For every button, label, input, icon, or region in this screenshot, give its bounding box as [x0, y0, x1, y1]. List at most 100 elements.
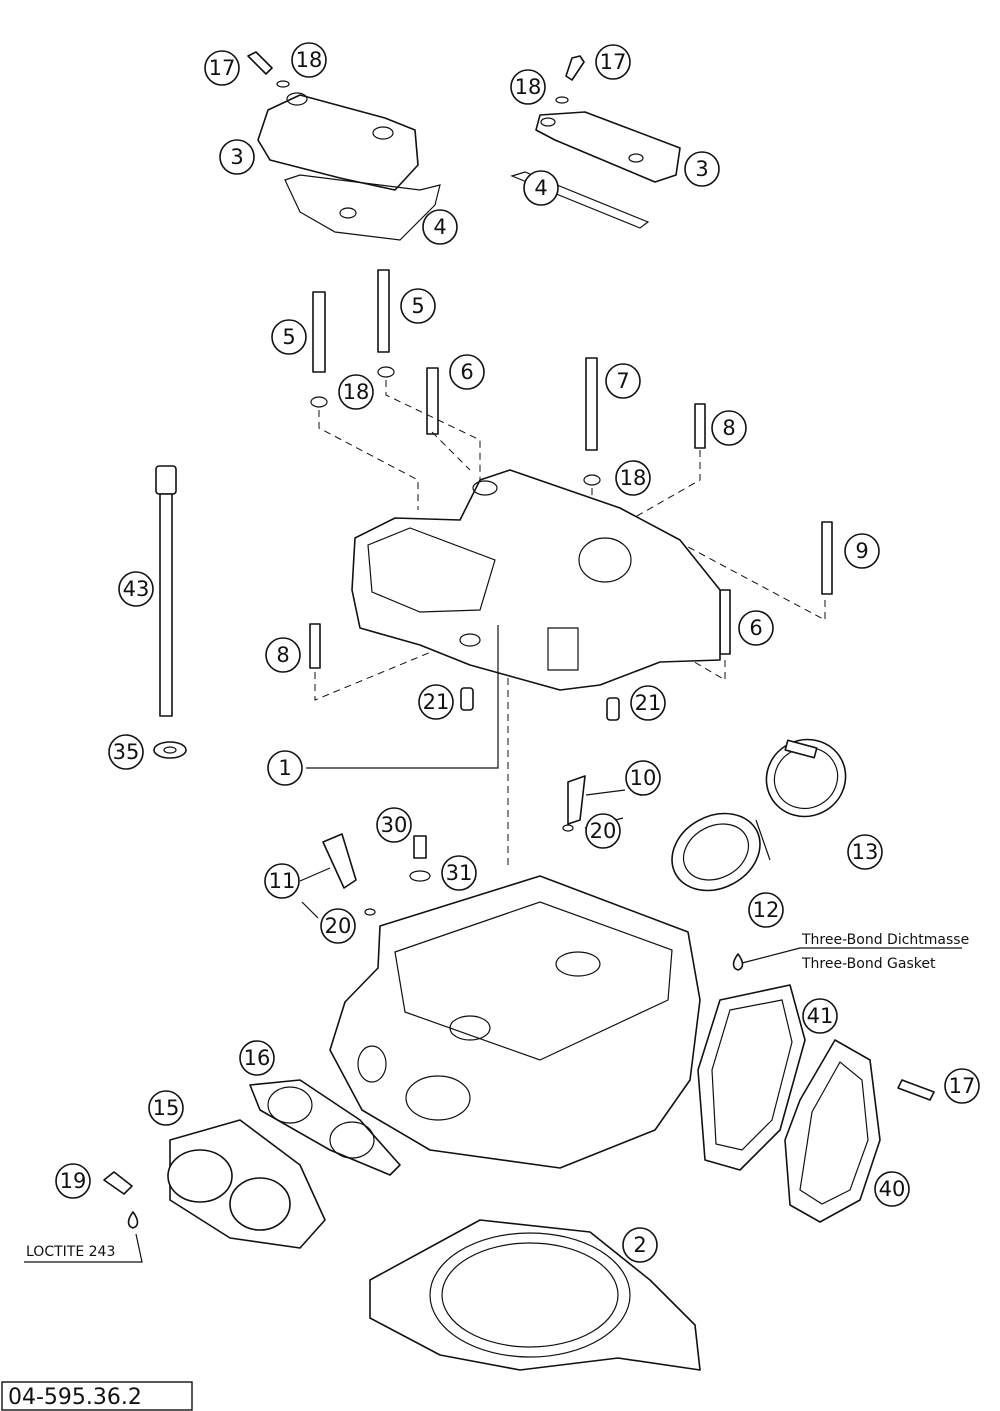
bolt-17-right	[555, 55, 585, 104]
callout-label: 21	[423, 690, 450, 714]
callout-40: 40	[874, 1171, 910, 1207]
three-bond-gasket-label: Three-Bond Gasket	[801, 956, 936, 972]
callout-label: 4	[433, 215, 446, 239]
callout-17: 17	[944, 1068, 980, 1104]
callout-1: 1	[267, 750, 303, 786]
callout-31: 31	[441, 855, 477, 891]
callout-label: 8	[276, 643, 289, 667]
callout-label: 17	[949, 1074, 976, 1098]
cover-gasket-41	[697, 984, 806, 1171]
callout-label: 12	[753, 898, 780, 922]
callout-6: 6	[449, 354, 485, 390]
camshaft-carrier	[351, 469, 721, 691]
callout-label: 10	[630, 766, 657, 790]
callout-6: 6	[738, 610, 774, 646]
callout-label: 16	[244, 1046, 271, 1070]
drawing-code-frame	[1, 1381, 193, 1411]
callout-16: 16	[239, 1040, 275, 1076]
callout-label: 18	[296, 48, 323, 72]
callout-12: 12	[748, 892, 784, 928]
leader-1	[306, 625, 499, 769]
callout-21: 21	[418, 684, 454, 720]
callout-label: 1	[278, 756, 291, 780]
cylinder-head	[329, 875, 701, 1169]
callout-11: 11	[264, 863, 300, 899]
stud-43	[153, 465, 187, 759]
callout-label: 31	[446, 861, 473, 885]
callout-18: 18	[291, 42, 327, 78]
callout-label: 4	[534, 176, 547, 200]
callout-label: 7	[616, 369, 629, 393]
callout-label: 20	[325, 914, 352, 938]
callout-label: 3	[230, 145, 243, 169]
callout-18: 18	[510, 69, 546, 105]
callout-label: 5	[282, 325, 295, 349]
callout-8: 8	[265, 637, 301, 673]
callout-label: 6	[460, 360, 473, 384]
threebond-leader	[741, 947, 962, 964]
callout-9: 9	[844, 533, 880, 569]
callout-label: 2	[633, 1233, 646, 1257]
callout-4: 4	[422, 209, 458, 245]
callout-label: 17	[600, 50, 627, 74]
callout-label: 6	[749, 616, 762, 640]
callout-label: 9	[855, 539, 868, 563]
manifold-gasket-16	[249, 1079, 401, 1176]
callout-17: 17	[204, 50, 240, 86]
callout-label: 20	[590, 819, 617, 843]
callout-label: 8	[722, 416, 735, 440]
head-gasket-2	[369, 1219, 701, 1371]
callout-label: 30	[381, 813, 408, 837]
callout-layer: 17 18 3 4 17 18 3 4 5 5 6 18 7 8 18 9 43 6 8 21 21 35 1 10 20 30 3…	[55, 42, 980, 1263]
timing-cover-40	[784, 1039, 881, 1223]
callout-label: 18	[515, 75, 542, 99]
three-bond-dichtmasse-label: Three-Bond Dichtmasse	[801, 932, 969, 948]
callout-17: 17	[595, 44, 631, 80]
hose-clamp	[765, 738, 847, 818]
bolt-19	[24, 1171, 143, 1263]
callout-label: 17	[209, 56, 236, 80]
bolts-upper	[309, 269, 833, 669]
valve-cover-left	[257, 92, 441, 241]
callout-4: 4	[523, 170, 559, 206]
callout-20: 20	[585, 813, 621, 849]
callout-label: 18	[620, 466, 647, 490]
callout-13: 13	[847, 834, 883, 870]
callout-18: 18	[338, 374, 374, 410]
callout-19: 19	[55, 1163, 91, 1199]
callout-30: 30	[376, 807, 412, 843]
callout-label: 5	[411, 294, 424, 318]
callout-35: 35	[108, 734, 144, 770]
loctite-drop-icon	[127, 1211, 139, 1229]
callout-20: 20	[320, 908, 356, 944]
callout-label: 18	[343, 380, 370, 404]
valve-cover-right	[510, 111, 681, 229]
drawing-code: 04-595.36.2	[8, 1385, 142, 1410]
callout-label: 3	[695, 157, 708, 181]
callout-label: 13	[852, 840, 879, 864]
callout-label: 43	[123, 577, 150, 601]
callout-label: 40	[879, 1177, 906, 1201]
callout-label: 19	[60, 1169, 87, 1193]
callout-10: 10	[625, 760, 661, 796]
callout-18: 18	[615, 460, 651, 496]
sealant-drop-icon	[732, 953, 744, 971]
callout-label: 11	[269, 869, 296, 893]
callout-41: 41	[802, 998, 838, 1034]
intake-boot	[671, 812, 771, 892]
callout-5: 5	[400, 288, 436, 324]
valve-stem-11	[299, 833, 376, 919]
bolt-30	[409, 835, 431, 882]
callout-label: 15	[153, 1096, 180, 1120]
callout-label: 35	[113, 740, 140, 764]
callout-7: 7	[605, 363, 641, 399]
callout-21: 21	[630, 685, 666, 721]
bolt-17-cover	[897, 1079, 935, 1101]
callout-3: 3	[219, 139, 255, 175]
dowel-pins	[460, 687, 620, 721]
callout-3: 3	[684, 151, 720, 187]
callout-label: 21	[635, 691, 662, 715]
callout-15: 15	[148, 1090, 184, 1126]
callout-2: 2	[622, 1227, 658, 1263]
